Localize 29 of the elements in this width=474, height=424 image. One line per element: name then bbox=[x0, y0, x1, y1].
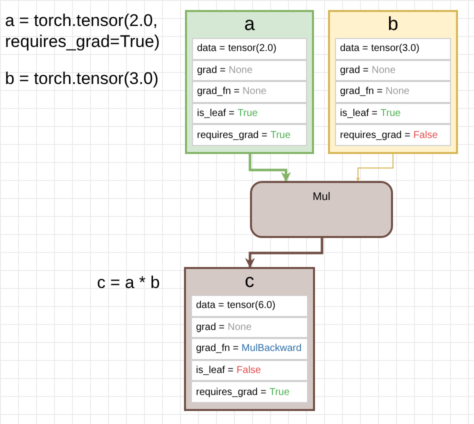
tensor-box bbox=[328, 10, 458, 154]
property-row: is_leaf = False bbox=[191, 360, 308, 382]
property-row: grad = None bbox=[191, 316, 308, 338]
property-row: is_leaf = True bbox=[335, 102, 451, 124]
property-row: requires_grad = True bbox=[192, 124, 307, 146]
code-text: c = a * b bbox=[97, 272, 161, 293]
node-title: Mul bbox=[312, 190, 332, 205]
property-row: grad_fn = None bbox=[335, 81, 451, 103]
property-row: grad_fn = MulBackward bbox=[191, 338, 308, 360]
property-row: grad = None bbox=[335, 60, 451, 82]
property-row: requires_grad = False bbox=[335, 124, 451, 146]
operation-box bbox=[250, 181, 393, 238]
arrow bbox=[245, 238, 324, 268]
tensor-box bbox=[184, 267, 315, 411]
property-row: requires_grad = True bbox=[191, 381, 308, 403]
code-text: b = torch.tensor(3.0) bbox=[5, 68, 160, 89]
node-title: c bbox=[244, 271, 256, 293]
node-title: b bbox=[386, 14, 400, 36]
arrow bbox=[356, 154, 394, 182]
code-text: a = torch.tensor(2.0, requires_grad=True) bbox=[5, 10, 161, 52]
property-row: data = tensor(3.0) bbox=[335, 38, 451, 60]
property-row: grad = None bbox=[192, 60, 307, 82]
property-row: grad_fn = None bbox=[192, 81, 307, 103]
arrow bbox=[248, 154, 291, 182]
property-row: data = tensor(6.0) bbox=[191, 295, 308, 317]
property-row: data = tensor(2.0) bbox=[192, 38, 307, 60]
tensor-box bbox=[185, 10, 314, 154]
property-row: is_leaf = True bbox=[192, 102, 307, 124]
node-title: a bbox=[243, 14, 256, 36]
